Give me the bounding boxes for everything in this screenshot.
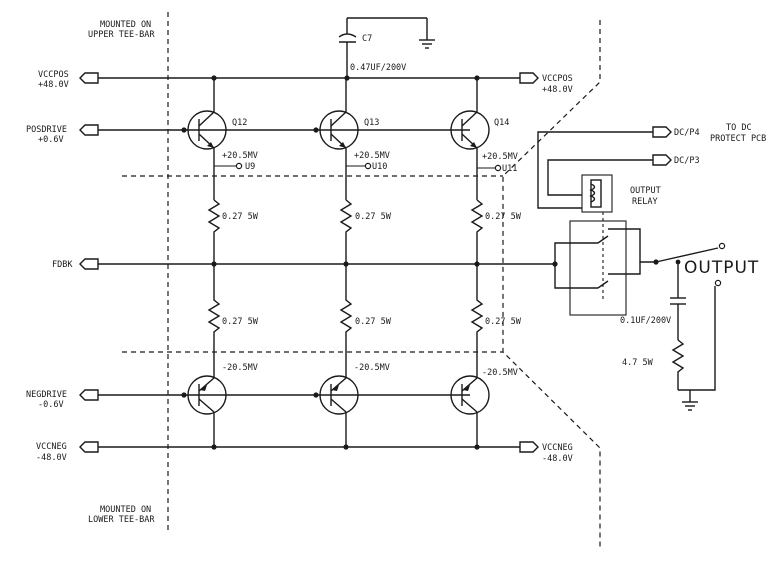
q12-voltage: +20.5MV [222,151,258,161]
vccneg-left-name: VCCNEG [36,442,67,452]
upper-note-line2: UPPER TEE-BAR [88,30,155,40]
transistor-lower-3 [450,375,490,447]
vccpos-right-name: VCCPOS [542,74,573,84]
res-upper-1: 0.27 5W [222,212,259,222]
posdrive-volt: +0.6V [38,135,64,145]
res-lower-2: 0.27 5W [355,317,392,327]
vccneg-right-name: VCCNEG [542,443,573,453]
lower-1-voltage: -20.5MV [222,363,258,373]
u11-label: U11 [502,164,517,174]
output-cap-label: 0.1UF/200V [620,316,671,326]
lower-3-voltage: -20.5MV [482,368,518,378]
output-label: OUTPUT [684,258,759,278]
u10-label: U10 [372,162,387,172]
tee-bar-boundaries [122,12,601,548]
dc-p3-label: DC/P3 [674,156,700,166]
upper-resistors [207,199,484,264]
vccneg-right-volt: -48.0V [542,454,573,464]
fdbk-name: FDBK [52,260,73,270]
junction-dots [181,75,558,450]
q13-voltage: +20.5MV [354,151,390,161]
negdrive-name: NEGDRIVE [26,390,67,400]
q13-ref: Q13 [364,118,379,128]
test-point-taps [214,162,502,172]
vccpos-right-volt: +48.0V [542,85,573,95]
relay-label-line1: OUTPUT [630,186,661,196]
transistor-q13 [319,78,359,200]
dc-p4-label: DC/P4 [674,128,700,138]
q14-voltage: +20.5MV [482,152,518,162]
vccpos-left-volt: +48.0V [38,80,69,90]
lower-note-line1: MOUNTED ON [100,505,151,515]
transistor-lower-1 [187,375,227,447]
negdrive-volt: -0.6V [38,400,64,410]
protect-label-line2: PROTECT PCB [710,134,766,144]
q12-ref: Q12 [232,118,247,128]
transistor-lower-2 [319,375,359,447]
lower-note-line2: LOWER TEE-BAR [88,515,155,525]
capacitor-c7: C7 0.47UF/200V [338,17,435,78]
c7-value: 0.47UF/200V [350,63,406,73]
transistor-q12 [187,78,227,200]
res-lower-1: 0.27 5W [222,317,259,327]
lower-resistors [207,264,484,378]
res-upper-2: 0.27 5W [355,212,392,222]
posdrive-name: POSDRIVE [26,125,67,135]
protect-label-line1: TO DC [726,123,752,133]
vccneg-left-volt: -48.0V [36,453,67,463]
vccpos-left-name: VCCPOS [38,70,69,80]
c7-ref: C7 [362,34,372,44]
relay-wiring [537,131,726,411]
transistor-q14 [450,78,490,200]
u9-label: U9 [245,162,255,172]
relay-label-line2: RELAY [632,197,658,207]
q14-ref: Q14 [494,118,509,128]
port-flags-right [519,72,672,453]
res-lower-3: 0.27 5W [485,317,522,327]
lower-2-voltage: -20.5MV [354,363,390,373]
upper-note-line1: MOUNTED ON [100,20,151,30]
res-upper-3: 0.27 5W [485,212,522,222]
output-res-label: 4.7 5W [622,358,654,368]
port-flags-left [79,72,99,453]
